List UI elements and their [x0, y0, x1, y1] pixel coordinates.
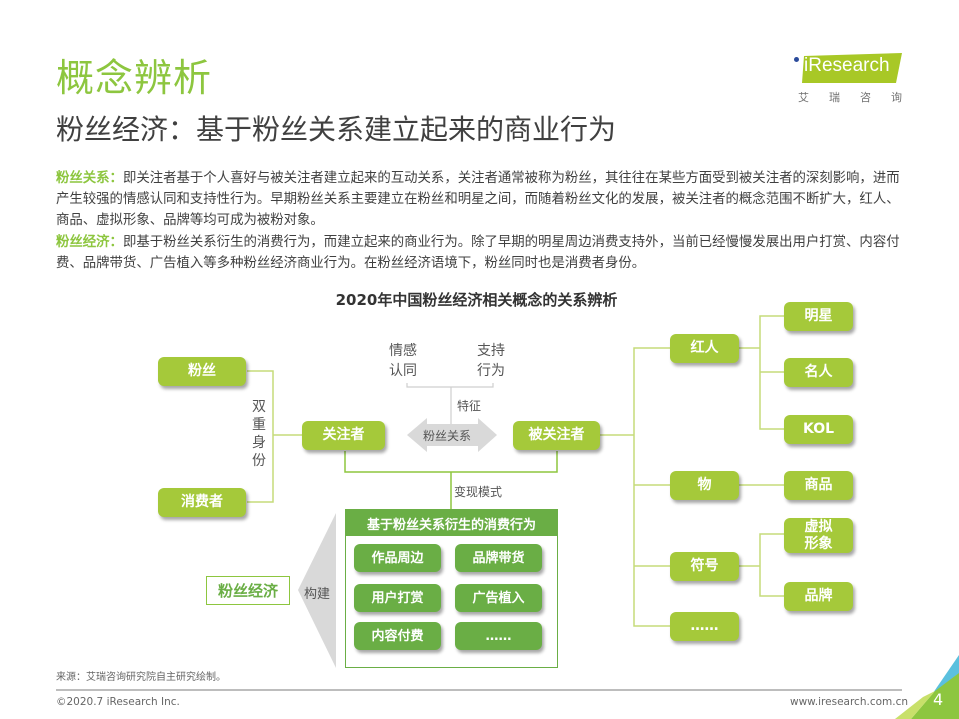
feature-line: 支持 — [477, 343, 505, 359]
corner-decoration — [895, 655, 959, 719]
consumption-item: 作品周边 — [354, 544, 441, 572]
website-url[interactable]: www.iresearch.com.cn — [790, 696, 909, 708]
logo-char: 艾 — [798, 91, 809, 104]
node-celebrity: 名人 — [784, 358, 853, 387]
diagram-title-text: 2020年中国粉丝经济相关概念的关系辨析 — [335, 291, 618, 309]
node-followed: 被关注者 — [513, 421, 600, 450]
relation-arrow-icon — [407, 418, 497, 452]
node-product: 商品 — [784, 471, 853, 500]
feature-label: 特征 — [457, 399, 482, 413]
fan-economy-paragraph: 粉丝经济：即基于粉丝关系衍生的消费行为，而建立起来的商业行为。除了早期的明星周边… — [56, 232, 906, 274]
feature-emotional-identity: 情感 认同 — [389, 341, 417, 381]
feature-line: 情感 — [389, 343, 417, 359]
consumption-item: 品牌带货 — [455, 544, 542, 572]
consumption-item: …… — [455, 622, 542, 650]
node-symbol: 符号 — [670, 552, 739, 581]
node-follower: 关注者 — [302, 421, 385, 450]
fan-relationship-paragraph: 粉丝关系：即关注者基于个人喜好与被关注者建立起来的互动关系，关注者通常被称为粉丝… — [56, 168, 906, 232]
page-subtitle: 粉丝经济：基于粉丝关系建立起来的商业行为 — [56, 113, 617, 146]
build-chevron-icon — [298, 513, 336, 668]
node-kol: KOL — [784, 415, 853, 444]
iresearch-logo: iResearch 艾 瑞 咨 询 — [790, 53, 910, 109]
fan-economy-text: 即基于粉丝关系衍生的消费行为，而建立起来的商业行为。除了早期的明星周边消费支持外… — [56, 235, 900, 272]
relation-label: 粉丝关系 — [423, 429, 472, 443]
node-brand: 品牌 — [784, 582, 853, 611]
fan-economy-node: 粉丝经济 — [206, 576, 290, 605]
logo-dot-icon — [794, 57, 799, 62]
fan-relationship-text: 即关注者基于个人喜好与被关注者建立起来的互动关系，关注者通常被称为粉丝，其往往在… — [56, 171, 900, 229]
feature-support-behavior: 支持 行为 — [477, 341, 505, 381]
node-influencer: 红人 — [670, 334, 739, 363]
consumption-item: 广告植入 — [455, 584, 542, 612]
monetize-label: 变现模式 — [454, 485, 503, 499]
logo-brand-text: iResearch — [804, 55, 890, 76]
page-title: 概念辨析 — [56, 56, 213, 100]
build-label: 构建 — [304, 587, 331, 602]
consumption-item: 内容付费 — [354, 622, 441, 650]
source-note: 来源：艾瑞咨询研究院自主研究绘制。 — [56, 672, 226, 683]
feature-line: 行为 — [477, 363, 505, 379]
logo-char: 询 — [891, 91, 902, 104]
node-object: 物 — [670, 471, 739, 500]
fan-relationship-lead: 粉丝关系： — [56, 171, 123, 186]
fan-economy-lead: 粉丝经济： — [56, 235, 123, 250]
node-fans: 粉丝 — [158, 357, 246, 386]
copyright: ©2020.7 iResearch Inc. — [56, 696, 180, 708]
consumption-header: 基于粉丝关系衍生的消费行为 — [346, 510, 557, 536]
footer-divider — [56, 689, 902, 691]
feature-line: 认同 — [389, 363, 417, 379]
node-virtual-image: 虚拟形象 — [784, 518, 853, 553]
node-more: …… — [670, 612, 739, 641]
page-number: 4 — [933, 690, 944, 709]
node-consumer: 消费者 — [158, 488, 246, 517]
consumption-item: 用户打赏 — [354, 584, 441, 612]
logo-char: 瑞 — [829, 91, 840, 104]
node-star: 明星 — [784, 302, 853, 331]
logo-char: 咨 — [860, 91, 871, 104]
logo-badge-shape — [802, 53, 902, 83]
logo-chinese-name: 艾 瑞 咨 询 — [798, 89, 902, 105]
dual-identity-label: 双重身份 — [252, 399, 266, 469]
diagram-title: 2020年中国粉丝经济相关概念的关系辨析 — [0, 289, 959, 310]
